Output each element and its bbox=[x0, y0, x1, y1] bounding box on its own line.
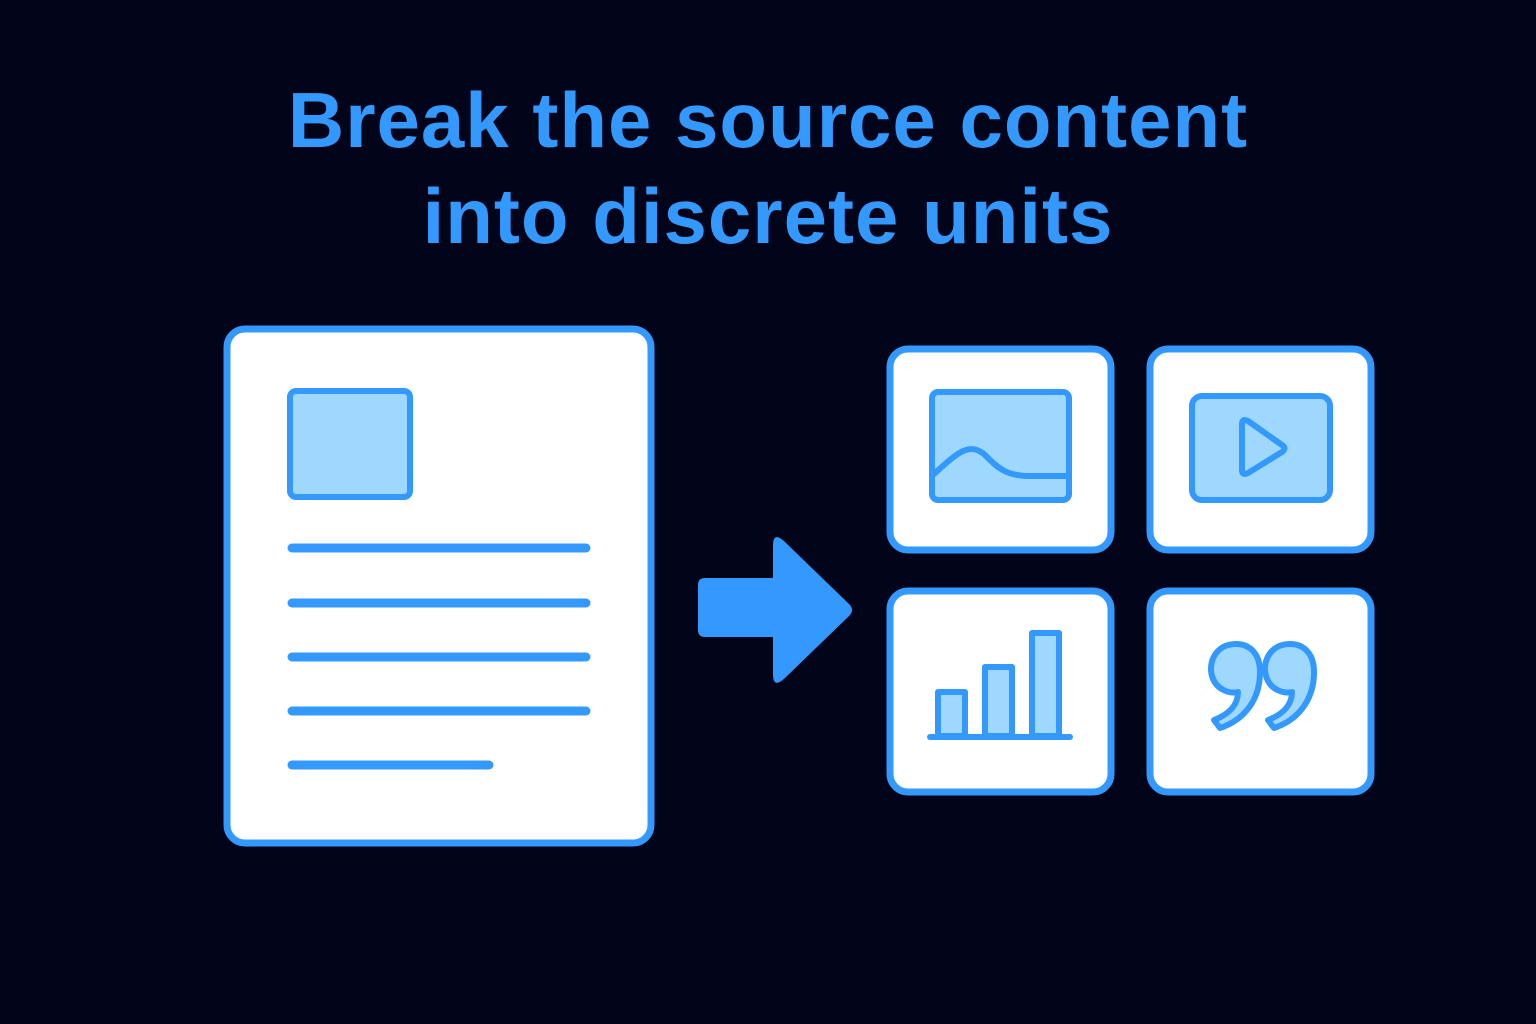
document-image-placeholder bbox=[287, 388, 413, 500]
quote-icon bbox=[1208, 641, 1317, 731]
diagram-title: Break the source content into discrete u… bbox=[0, 72, 1536, 264]
bar-chart-icon bbox=[927, 630, 1073, 740]
title-line-2: into discrete units bbox=[422, 172, 1114, 260]
chart-unit bbox=[886, 587, 1115, 796]
quote-unit bbox=[1146, 587, 1375, 796]
play-video-icon bbox=[1189, 393, 1333, 503]
image-unit bbox=[886, 345, 1115, 554]
video-unit bbox=[1146, 345, 1375, 554]
title-line-1: Break the source content bbox=[287, 76, 1249, 164]
arrow-right-icon bbox=[698, 537, 852, 683]
source-document bbox=[223, 325, 655, 847]
image-icon bbox=[929, 389, 1072, 503]
quote-unit-card bbox=[1146, 587, 1375, 796]
